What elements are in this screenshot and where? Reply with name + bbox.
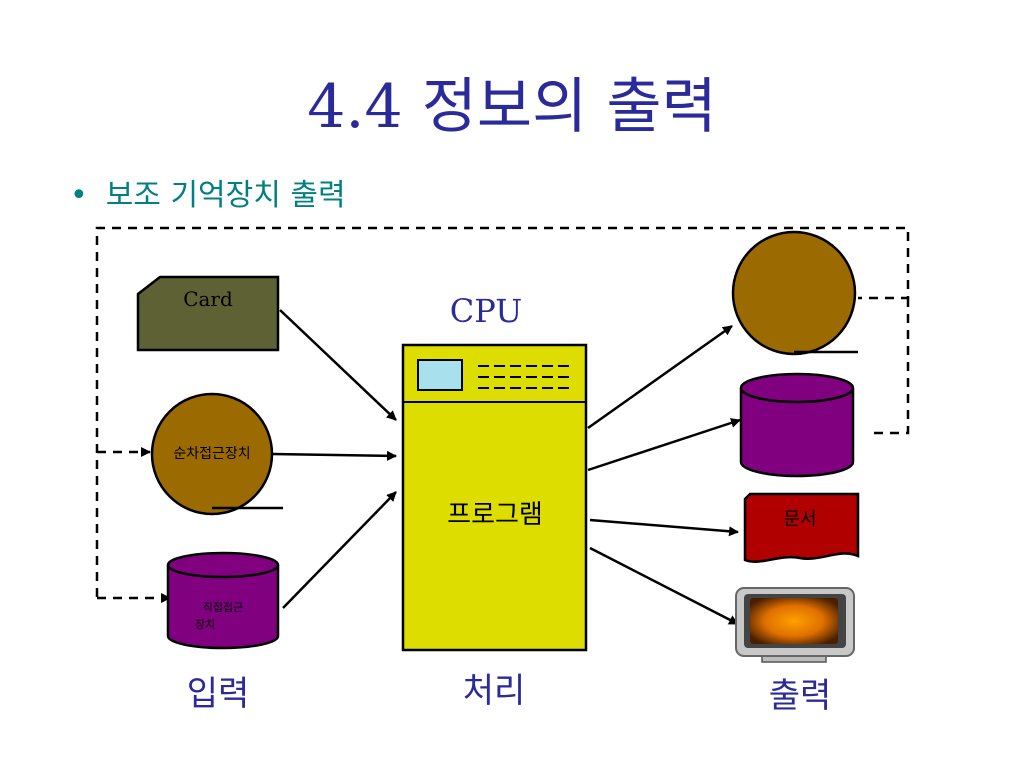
document-output: 문서 — [743, 492, 860, 563]
slide-title: 4.4 정보의 출력 — [307, 72, 717, 142]
dashed-feedback-loop — [95, 226, 910, 603]
monitor-screen — [750, 598, 838, 644]
dashed-line-top — [95, 226, 910, 597]
cpu-display-icon — [417, 359, 463, 391]
input-label: 입력 — [187, 674, 250, 714]
arrow-card-to-cpu — [279, 309, 397, 421]
arrow-cpu-to-document — [589, 518, 739, 537]
monitor-output — [735, 587, 855, 663]
output-tape-circle — [731, 230, 857, 356]
arrow-cpu-to-tape — [587, 324, 733, 430]
direct-access-label-2: 장치 — [195, 618, 215, 631]
disk-top — [166, 551, 280, 579]
card-device: Card — [136, 275, 280, 352]
output-disk-device — [739, 372, 855, 478]
dashed-line-right — [868, 298, 910, 435]
arrow-cpu-to-monitor — [589, 546, 739, 626]
cpu-program-label: 프로그램 — [447, 500, 543, 530]
document-label: 문서 — [783, 509, 816, 530]
output-arrows — [587, 324, 741, 626]
direct-access-device: 직접접근 장치 — [166, 551, 280, 650]
output-label: 출력 — [769, 676, 832, 716]
card-shape — [136, 275, 280, 352]
output-tape-device — [731, 230, 858, 356]
direct-access-label-1: 직접접근 — [203, 601, 243, 614]
arrow-cpu-to-disk — [587, 418, 741, 472]
sequential-access-label: 순차접근장치 — [173, 446, 250, 462]
arrow-sequential-to-cpu — [271, 450, 397, 461]
disk-body — [166, 565, 280, 650]
sequential-access-device: 순차접근장치 — [150, 392, 283, 516]
document-shape — [743, 492, 860, 563]
card-label: Card — [183, 287, 233, 311]
cpu-label: CPU — [450, 292, 522, 330]
bullet-item: • 보조 기억장치 출력 — [70, 170, 346, 214]
cpu-box: CPU 프로그램 — [401, 292, 588, 652]
input-arrows — [271, 309, 397, 609]
output-disk-body — [739, 388, 855, 478]
output-disk-top — [739, 372, 855, 404]
bullet-dot: • — [70, 178, 88, 213]
cpu-tower — [401, 343, 588, 652]
bullet-text: 보조 기억장치 출력 — [105, 178, 346, 213]
arrow-direct-to-cpu — [282, 491, 397, 609]
process-label: 처리 — [463, 671, 526, 711]
